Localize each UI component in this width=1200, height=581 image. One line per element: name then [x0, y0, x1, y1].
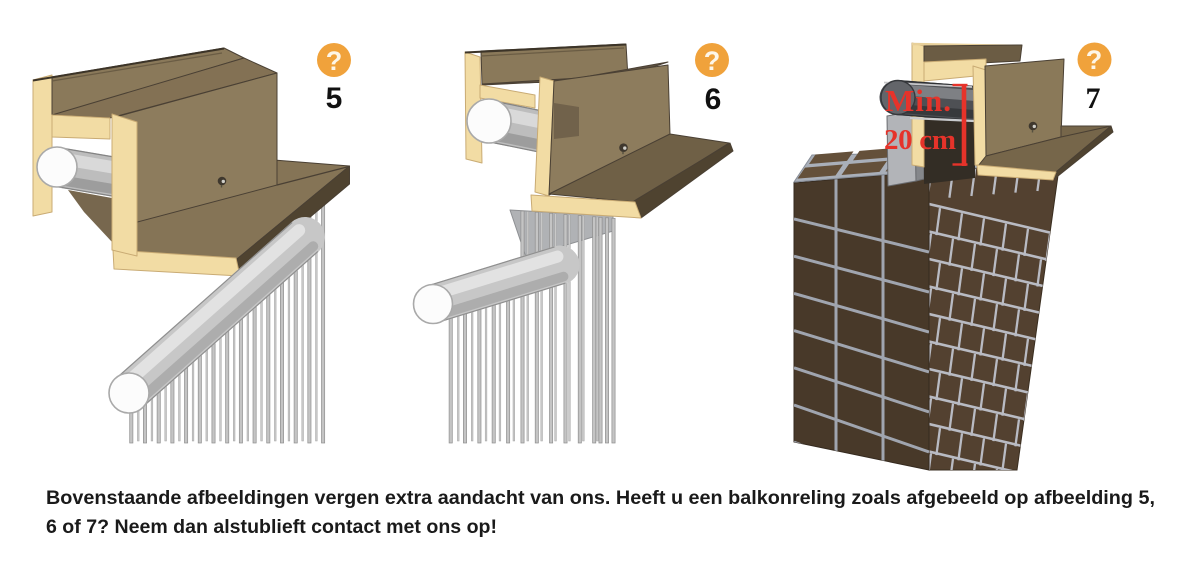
- svg-text:5: 5: [326, 82, 343, 115]
- svg-text:20 cm: 20 cm: [884, 124, 956, 156]
- svg-text:?: ?: [1086, 45, 1103, 75]
- svg-text:6: 6: [705, 83, 722, 116]
- svg-text:?: ?: [326, 46, 343, 76]
- svg-text:Min.: Min.: [885, 83, 951, 118]
- svg-text:?: ?: [704, 46, 721, 76]
- svg-text:7: 7: [1086, 82, 1101, 115]
- svg-text:Bovenstaande afbeeldingen verg: Bovenstaande afbeeldingen vergen extra a…: [46, 487, 1155, 509]
- svg-text:6 of 7? Neem dan alstublieft c: 6 of 7? Neem dan alstublieft contact met…: [46, 516, 497, 538]
